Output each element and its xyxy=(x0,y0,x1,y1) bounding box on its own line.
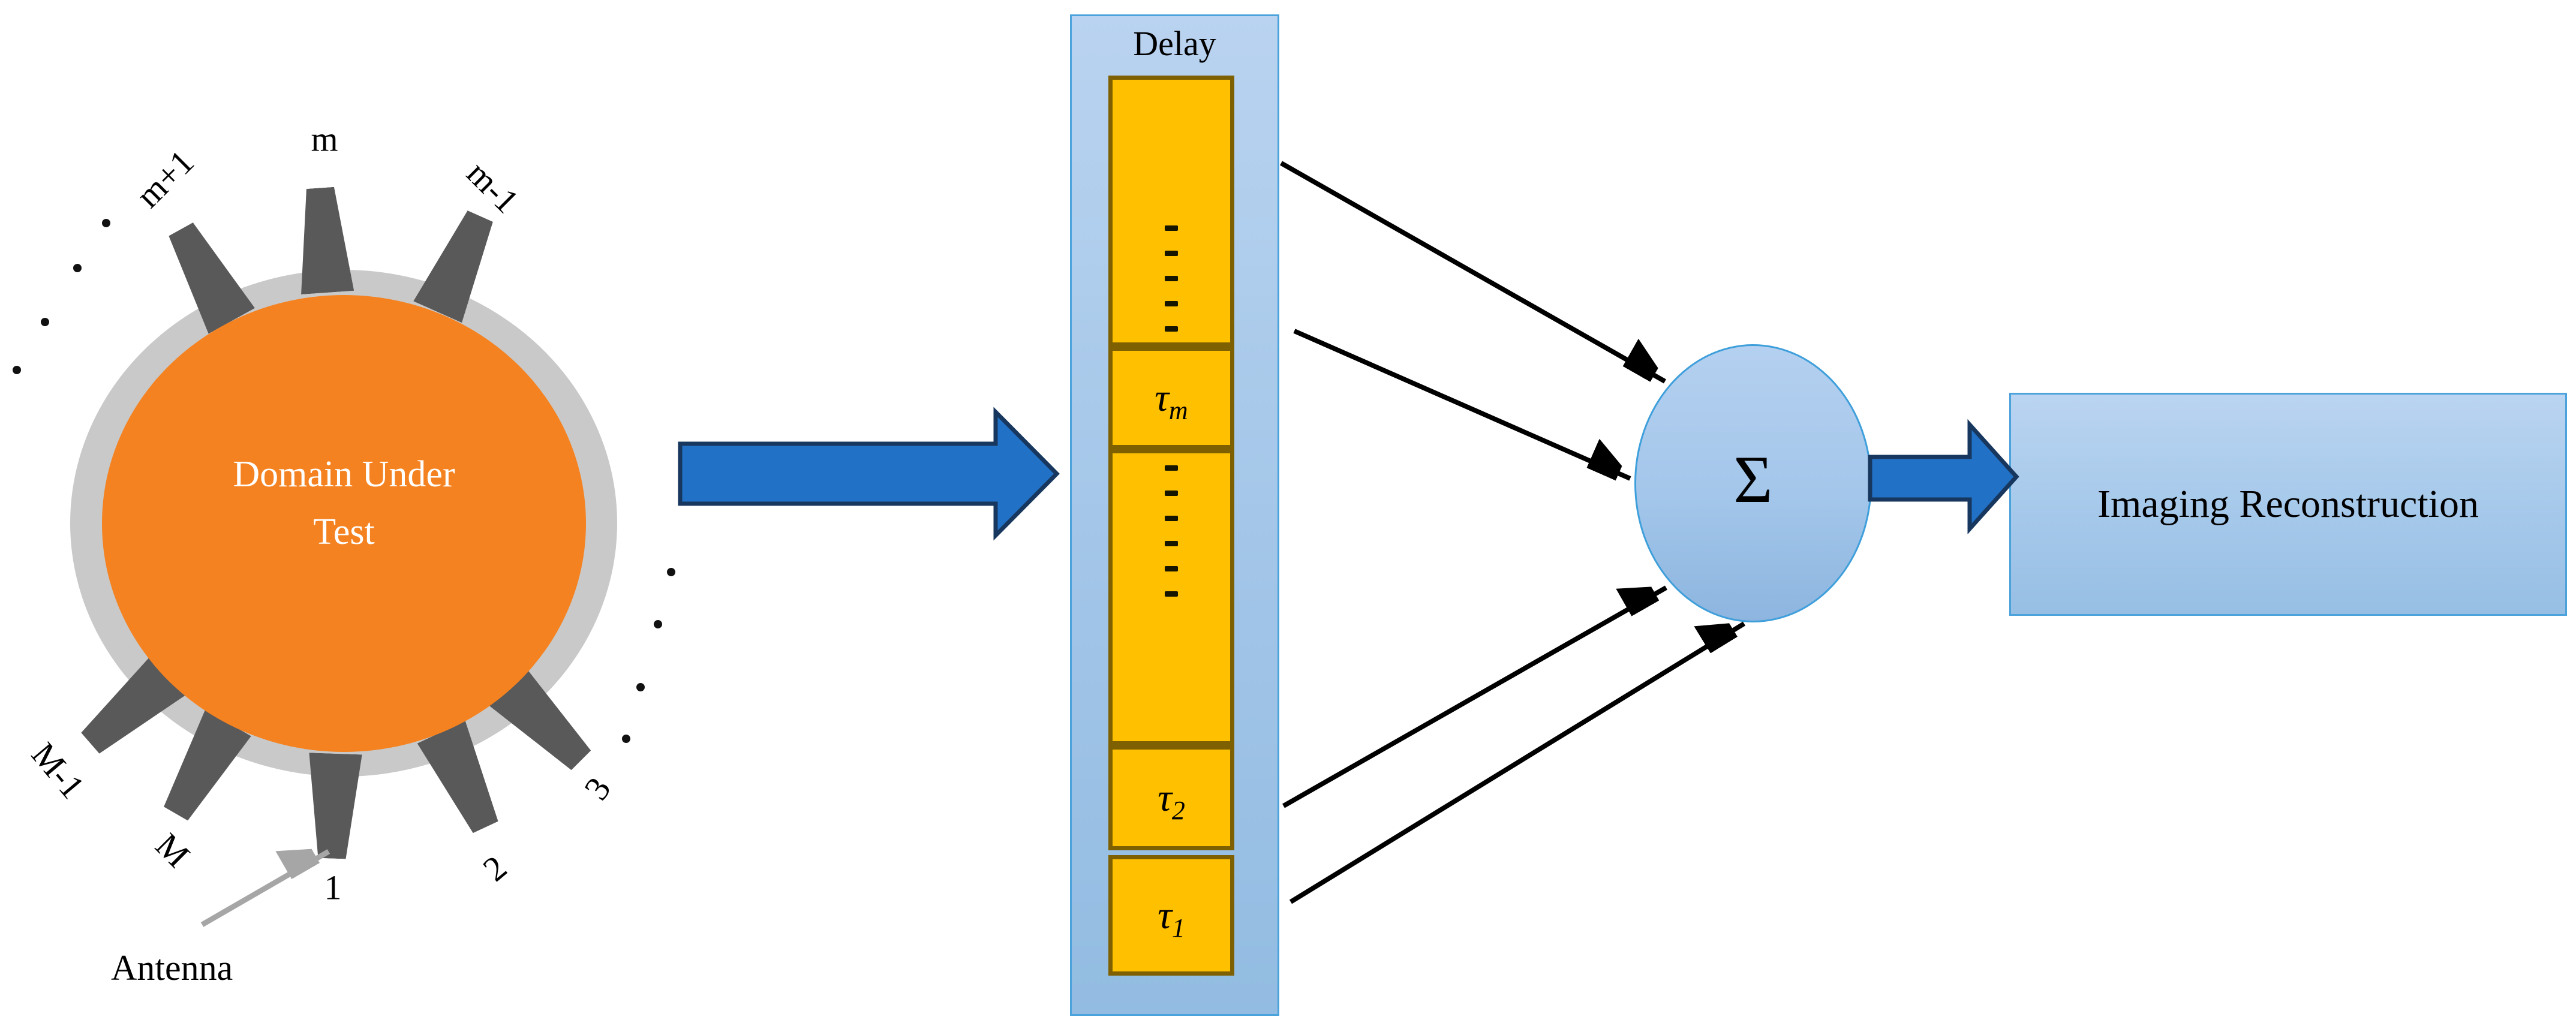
antenna-continuation-dot-right xyxy=(636,683,645,691)
delay-cell-tau-m: τm xyxy=(1108,347,1234,449)
tau-label: τm xyxy=(1155,375,1188,425)
tau-label: τ2 xyxy=(1158,775,1185,825)
antenna-label-1: 1 xyxy=(324,868,342,907)
antenna-1 xyxy=(303,753,364,859)
tau-label: τ1 xyxy=(1158,893,1185,943)
delay-cell-tau-2: τ2 xyxy=(1108,745,1234,850)
ellipsis-dash xyxy=(1165,326,1178,332)
antenna-m-1 xyxy=(411,204,507,324)
antenna-label-M: M xyxy=(148,825,198,875)
domain-under-test-label: Domain Under Test xyxy=(233,446,455,561)
delay-cell-ellipsis xyxy=(1108,76,1234,347)
ellipsis-dash xyxy=(1165,301,1178,306)
ellipsis-dash xyxy=(1165,566,1178,571)
antenna-label-m: m xyxy=(311,119,338,159)
domain-label-line2: Test xyxy=(313,511,375,552)
antenna-label-m+1: m+1 xyxy=(128,142,202,215)
delay-cell-tau-1: τ1 xyxy=(1108,855,1234,976)
antenna-label-3: 3 xyxy=(576,770,618,807)
imaging-reconstruction-box: Imaging Reconstruction xyxy=(2009,393,2567,616)
antenna-continuation-dot-right xyxy=(654,620,662,628)
connector-delay-tau1-to-sigma xyxy=(1289,621,1746,904)
ellipsis-dash xyxy=(1165,516,1178,521)
ellipsis-dash xyxy=(1165,491,1178,496)
delay-title: Delay xyxy=(1133,24,1216,63)
antenna-continuation-dot-left xyxy=(102,219,110,227)
flow-arrow-domain-to-delay xyxy=(678,407,1060,541)
connector-delay-taum-to-sigma xyxy=(1293,329,1631,481)
antenna-continuation-dot-right xyxy=(622,735,630,743)
antenna-label-m-1: m-1 xyxy=(459,153,527,221)
connector-delay-top-to-sigma xyxy=(1280,161,1666,384)
antenna-callout-arrow xyxy=(200,852,330,927)
flow-arrow-sigma-to-imaging xyxy=(1868,419,2019,535)
summation-symbol: Σ xyxy=(1733,442,1773,517)
ellipsis-dash xyxy=(1165,251,1178,256)
ellipsis-dash xyxy=(1165,465,1178,471)
ellipsis-dash xyxy=(1165,591,1178,597)
antenna-label-2: 2 xyxy=(476,847,514,889)
ellipsis-dash xyxy=(1165,541,1178,546)
antenna-label-M-1: M-1 xyxy=(23,735,93,807)
delay-box: Delay τm τ2 τ1 xyxy=(1070,14,1279,1016)
summation-node: Σ xyxy=(1634,344,1872,622)
delay-cell-column: τm τ2 τ1 xyxy=(1108,76,1234,976)
ellipsis-dash xyxy=(1165,225,1178,231)
connector-delay-tau2-to-sigma xyxy=(1282,585,1667,808)
domain-label-line1: Domain Under xyxy=(233,454,455,495)
antenna-continuation-dot-right xyxy=(667,568,675,576)
delay-cell-ellipsis xyxy=(1108,449,1234,745)
antenna-2 xyxy=(415,720,512,840)
antenna-callout-label: Antenna xyxy=(111,948,233,988)
ellipsis-dash xyxy=(1165,276,1178,281)
antenna-continuation-dot-left xyxy=(41,318,49,326)
imaging-reconstruction-label: Imaging Reconstruction xyxy=(2097,482,2479,526)
antenna-continuation-dot-left xyxy=(13,366,21,374)
antenna-continuation-dot-left xyxy=(73,264,82,272)
domain-under-test-circle: Domain Under Test xyxy=(102,295,586,752)
